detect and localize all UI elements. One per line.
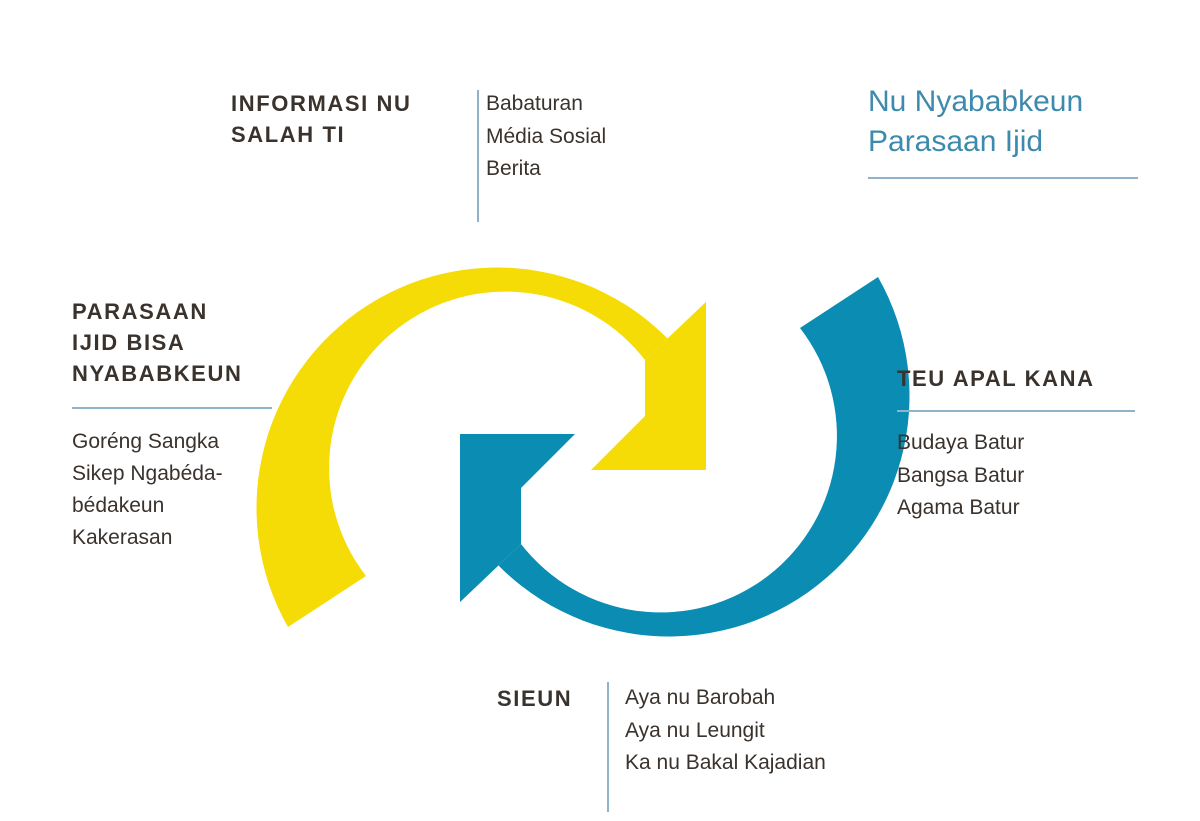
yellow-arrow-head	[591, 302, 706, 470]
block-teu-apal-kana: TEU APAL KANA Budaya Batur Bangsa Batur …	[897, 363, 1147, 525]
list-item: Aya nu Leungit	[625, 718, 765, 742]
list-item: Agama Batur	[897, 496, 1020, 520]
list-item: Kakerasan	[72, 526, 173, 550]
teu-apal-heading: TEU APAL KANA	[897, 366, 1095, 391]
teu-apal-item-list: Budaya Batur Bangsa Batur Agama Batur	[897, 427, 1147, 524]
list-item: Aya nu Barobah	[625, 686, 776, 709]
informasi-heading: INFORMASI NU SALAH TI	[231, 91, 412, 148]
yellow-arc-path	[256, 267, 706, 627]
list-item: Babaturan	[486, 92, 583, 115]
list-item: Berita	[486, 157, 541, 180]
block-cycle-title: Nu Nyababkeun Parasaan Ijid	[868, 82, 1140, 180]
list-item: Ka nu Bakal Kajadian	[625, 751, 826, 774]
informasi-vertical-divider	[477, 90, 479, 222]
parasaan-heading: PARASAAN IJID BISA NYABABKEUN	[72, 299, 243, 387]
list-item: Média Sosial	[486, 124, 607, 148]
blue-arc-path	[460, 277, 910, 637]
blue-arrow-head	[460, 434, 575, 602]
block-parasaan-ijid-bisa-nyababkeun: PARASAAN IJID BISA NYABABKEUN Goréng San…	[72, 296, 287, 555]
cycle-title-divider	[868, 177, 1138, 180]
sieun-heading: SIEUN	[497, 686, 573, 711]
block-sieun: SIEUN Aya nu Barobah Aya nu Leungit Ka n…	[497, 682, 937, 812]
yellow-arrow	[256, 267, 706, 627]
list-item: Sikep Ngabéda- bédakeun	[72, 462, 223, 517]
list-item: Budaya Batur	[897, 431, 1025, 455]
list-item: Goréng Sangka	[72, 429, 220, 453]
sieun-vertical-divider	[607, 682, 609, 812]
sieun-item-list: Aya nu Barobah Aya nu Leungit Ka nu Baka…	[625, 682, 826, 780]
list-item: Bangsa Batur	[897, 463, 1025, 487]
block-informasi-nu-salah-ti: INFORMASI NU SALAH TI Babaturan Média So…	[231, 88, 661, 222]
teu-apal-divider	[897, 410, 1135, 413]
blue-arrow	[460, 277, 910, 637]
informasi-item-list: Babaturan Média Sosial Berita	[486, 88, 606, 186]
page-title: Nu Nyababkeun Parasaan Ijid	[868, 85, 1084, 158]
parasaan-item-list: Goréng Sangka Sikep Ngabéda- bédakeun Ka…	[72, 426, 287, 554]
parasaan-divider	[72, 406, 272, 409]
